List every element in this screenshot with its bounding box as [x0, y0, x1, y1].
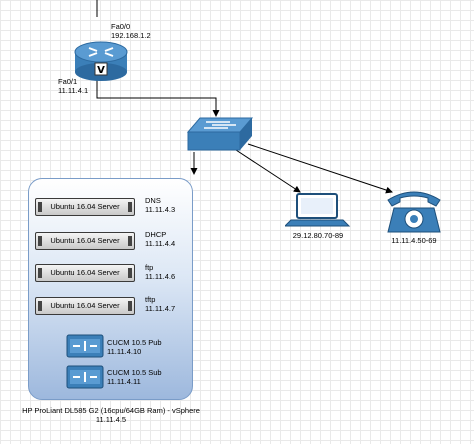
server-ip: 11.11.4.6 — [145, 272, 176, 281]
router-icon[interactable]: V — [73, 38, 129, 82]
laptop-icon[interactable] — [285, 192, 351, 228]
switch-to-laptop-line — [235, 149, 301, 193]
server-ip: 11.11.4.4 — [145, 239, 176, 248]
server-role: DNS — [145, 196, 161, 205]
server-dhcp[interactable]: Ubuntu 16.04 Server — [35, 232, 135, 250]
router-top-port: Fa0/0 — [111, 22, 131, 31]
switch-to-phone-line — [247, 143, 393, 194]
cucm-role: CUCM 10.5 Sub — [107, 368, 162, 377]
server-tftp[interactable]: Ubuntu 16.04 Server — [35, 297, 135, 315]
cucm-ip: 11.11.4.11 — [107, 377, 141, 386]
router-top-label: Fa0/0 192.168.1.2 — [111, 22, 151, 40]
cucm-sub-icon[interactable] — [66, 365, 104, 389]
host-title: HP ProLiant DL585 G2 (16cpu/64GB Ram) - … — [22, 406, 200, 415]
phone-icon[interactable] — [384, 188, 444, 234]
cucm-sub-info: CUCM 10.5 Sub 11.11.4.11 — [107, 368, 162, 386]
server-dns-info: DNS 11.11.4.3 — [145, 196, 175, 214]
cucm-ip: 11.11.4.10 — [107, 347, 142, 356]
server-ftp-info: ftp 11.11.4.6 — [145, 263, 175, 281]
server-label: Ubuntu 16.04 Server — [50, 236, 120, 245]
host-caption: HP ProLiant DL585 G2 (16cpu/64GB Ram) - … — [0, 406, 222, 424]
server-tftp-info: tftp 11.11.4.7 — [145, 295, 175, 313]
server-ftp[interactable]: Ubuntu 16.04 Server — [35, 264, 135, 282]
server-dhcp-info: DHCP 11.11.4.4 — [145, 230, 175, 248]
svg-text:V: V — [97, 65, 105, 76]
server-role: ftp — [145, 263, 154, 272]
cucm-role: CUCM 10.5 Pub — [107, 338, 162, 347]
server-ip: 11.11.4.3 — [145, 205, 176, 214]
host-ip: 11.11.4.5 — [95, 415, 127, 424]
server-ip: 11.11.4.7 — [145, 304, 176, 313]
laptop-range: 29.12.80.70-89 — [292, 231, 344, 240]
server-label: Ubuntu 16.04 Server — [50, 301, 120, 310]
server-label: Ubuntu 16.04 Server — [50, 202, 120, 211]
switch-icon[interactable] — [186, 116, 254, 154]
router-bottom-label: Fa0/1 11.11.4.1 — [58, 77, 88, 95]
router-to-switch-line — [96, 80, 220, 117]
server-label: Ubuntu 16.04 Server — [50, 268, 120, 277]
router-bottom-ip: 11.11.4.1 — [58, 86, 89, 95]
cucm-pub-info: CUCM 10.5 Pub 11.11.4.10 — [107, 338, 162, 356]
phone-range: 11.11.4.50-69 — [391, 236, 437, 245]
router-bottom-port: Fa0/1 — [58, 77, 78, 86]
cucm-pub-icon[interactable] — [66, 334, 104, 358]
server-dns[interactable]: Ubuntu 16.04 Server — [35, 198, 135, 216]
router-top-ip: 192.168.1.2 — [111, 31, 151, 40]
server-role: DHCP — [145, 230, 167, 239]
server-role: tftp — [145, 295, 156, 304]
